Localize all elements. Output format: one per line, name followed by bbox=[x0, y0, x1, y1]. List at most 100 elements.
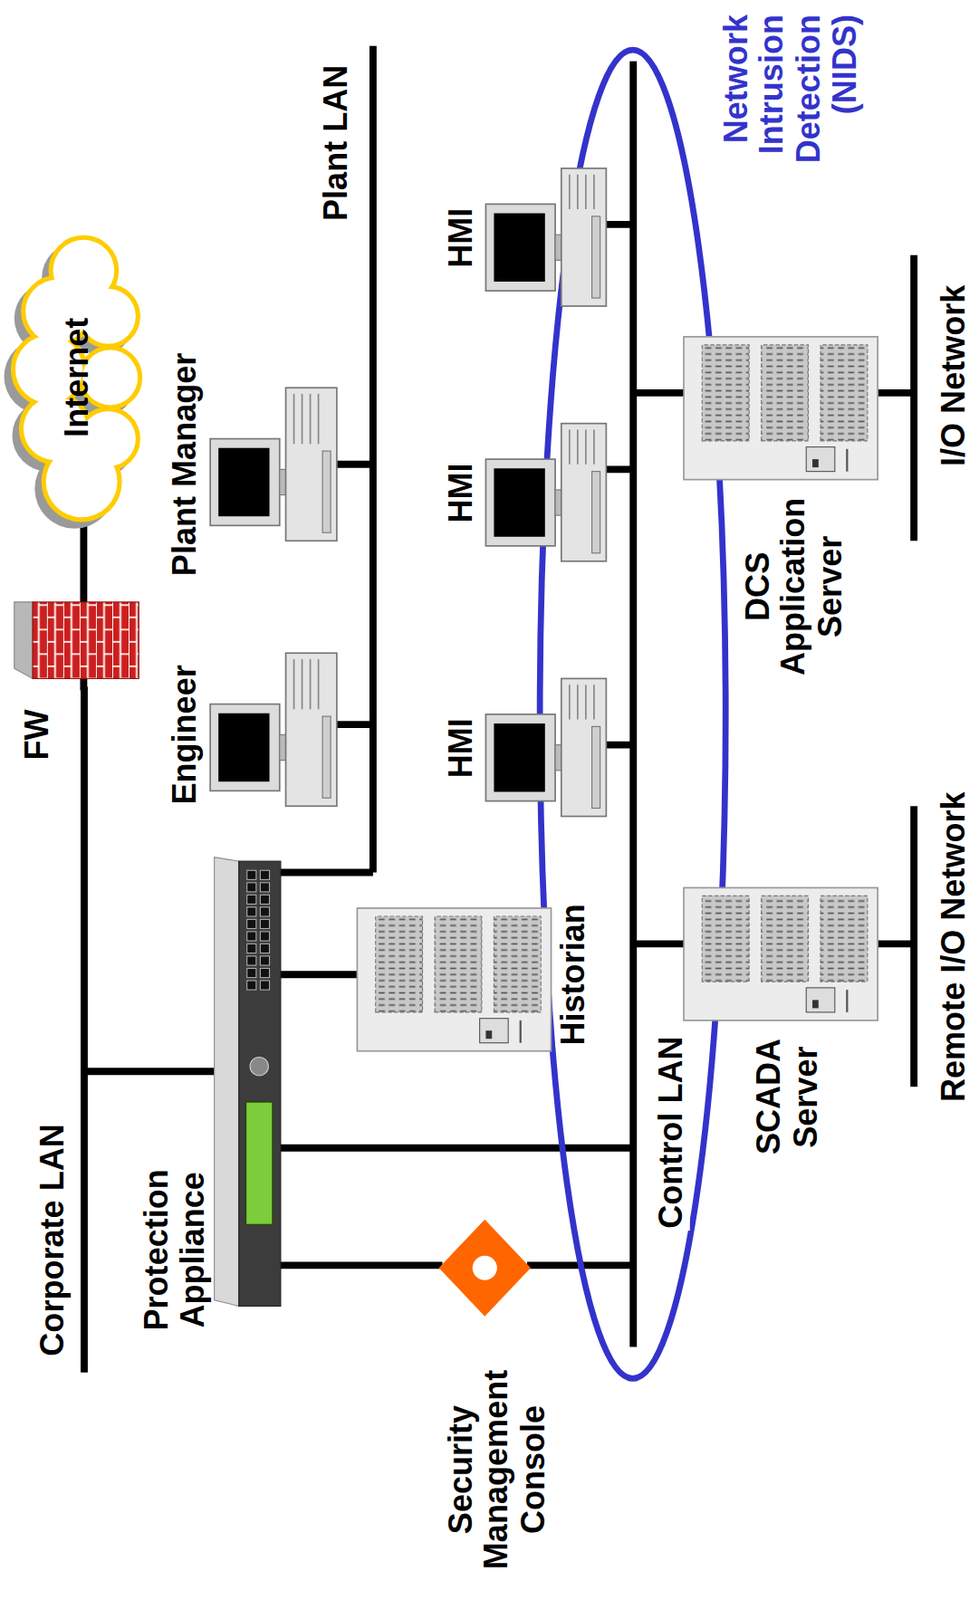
drive-bay bbox=[568, 174, 571, 210]
drive-bay bbox=[576, 429, 579, 464]
drive-bay bbox=[585, 684, 587, 720]
node-label: Historian bbox=[555, 902, 592, 1048]
rack-panel bbox=[493, 916, 541, 1013]
node-label: HMI bbox=[442, 460, 480, 526]
network-link bbox=[280, 869, 370, 877]
monitor-screen bbox=[493, 213, 545, 283]
network-link bbox=[336, 460, 370, 469]
control-panel bbox=[806, 988, 836, 1013]
bus-line bbox=[910, 806, 918, 1087]
node-label: Network Intrusion Detection (NIDS) bbox=[718, 12, 865, 166]
drive-slot bbox=[519, 1020, 522, 1044]
monitor-frame bbox=[210, 704, 280, 792]
port bbox=[247, 980, 257, 990]
network-bus: Control LAN bbox=[629, 61, 637, 1348]
port bbox=[259, 894, 269, 904]
pc-case bbox=[561, 168, 607, 307]
network-link bbox=[280, 970, 358, 979]
node-label: Plant Manager bbox=[167, 350, 204, 578]
port bbox=[247, 956, 257, 966]
keyboard bbox=[592, 471, 601, 554]
drive-bay bbox=[317, 659, 320, 710]
firewall-side bbox=[14, 602, 33, 680]
monitor-screen bbox=[493, 723, 545, 793]
hmi-workstation-icon bbox=[485, 423, 606, 562]
network-bus-icon bbox=[910, 806, 918, 1087]
network-bus: Corporate LAN bbox=[80, 686, 88, 1373]
lcd-display bbox=[246, 1102, 273, 1225]
control-panel bbox=[806, 447, 836, 472]
firewall-bricks bbox=[32, 602, 139, 680]
server-icon bbox=[683, 336, 878, 480]
drive-bay bbox=[309, 659, 312, 710]
drive-bay bbox=[301, 393, 304, 444]
firewall: FW bbox=[14, 602, 139, 680]
drive-bay bbox=[317, 393, 320, 444]
network-link bbox=[280, 1261, 440, 1269]
port bbox=[247, 943, 257, 953]
port bbox=[247, 919, 257, 929]
port bbox=[247, 907, 257, 917]
network-bus-icon bbox=[910, 255, 918, 542]
port bbox=[259, 980, 269, 990]
network-link bbox=[336, 720, 370, 729]
hmi-workstation-icon bbox=[485, 678, 606, 816]
keyboard bbox=[322, 451, 331, 533]
node-label: Control LAN bbox=[652, 1034, 690, 1231]
indicator bbox=[812, 999, 819, 1008]
monitor-screen bbox=[218, 448, 269, 518]
indicator bbox=[485, 1030, 492, 1039]
control-panel bbox=[479, 1018, 509, 1044]
rack-panel bbox=[375, 916, 423, 1013]
appliance-front bbox=[239, 861, 281, 1306]
network-link bbox=[79, 520, 87, 603]
bus-line bbox=[369, 46, 377, 874]
port bbox=[259, 870, 269, 880]
drive-bay bbox=[585, 429, 587, 464]
console-diamond-icon bbox=[439, 1219, 531, 1317]
rack-panel bbox=[761, 345, 809, 442]
network-link bbox=[636, 389, 684, 397]
network-link bbox=[605, 741, 630, 749]
keyboard bbox=[322, 716, 331, 798]
protection-appliance-icon bbox=[214, 857, 281, 1307]
drive-bay bbox=[576, 684, 579, 720]
drive-bay bbox=[593, 174, 596, 210]
node-label: FW bbox=[19, 707, 56, 763]
network-link bbox=[605, 220, 630, 229]
keyboard bbox=[592, 216, 601, 298]
network-bus: I/O Network bbox=[910, 255, 918, 542]
server-body bbox=[356, 908, 551, 1052]
monitor-frame bbox=[485, 203, 556, 291]
monitor-screen bbox=[218, 713, 269, 783]
port bbox=[247, 968, 257, 978]
drive-bay bbox=[593, 429, 596, 464]
indicator bbox=[812, 459, 819, 468]
monitor-stand bbox=[279, 469, 287, 495]
monitor-stand bbox=[555, 489, 562, 516]
node-label: Protection Appliance bbox=[138, 1167, 212, 1334]
monitor-frame bbox=[485, 459, 556, 547]
node-label: HMI bbox=[442, 716, 480, 781]
network-link bbox=[636, 940, 684, 948]
pc-case bbox=[561, 423, 607, 562]
internet-cloud: Internet bbox=[18, 234, 136, 521]
port bbox=[259, 919, 269, 929]
rack-panel bbox=[434, 916, 482, 1013]
hmi-workstation-icon bbox=[485, 168, 606, 307]
drive-slot bbox=[845, 449, 848, 472]
pc-case bbox=[286, 652, 337, 807]
network-link bbox=[605, 465, 630, 473]
monitor-stand bbox=[555, 234, 562, 260]
monitor-stand bbox=[555, 745, 562, 771]
server: Historian bbox=[356, 908, 551, 1052]
node-label: I/O Network bbox=[935, 282, 972, 469]
monitor-frame bbox=[210, 439, 280, 527]
bus-line bbox=[629, 61, 637, 1348]
hmi-workstation: HMI bbox=[485, 678, 606, 816]
port bbox=[259, 943, 269, 953]
node-label: SCADA Server bbox=[750, 1037, 825, 1157]
network-bus-icon bbox=[369, 46, 377, 874]
keyboard bbox=[592, 726, 601, 808]
